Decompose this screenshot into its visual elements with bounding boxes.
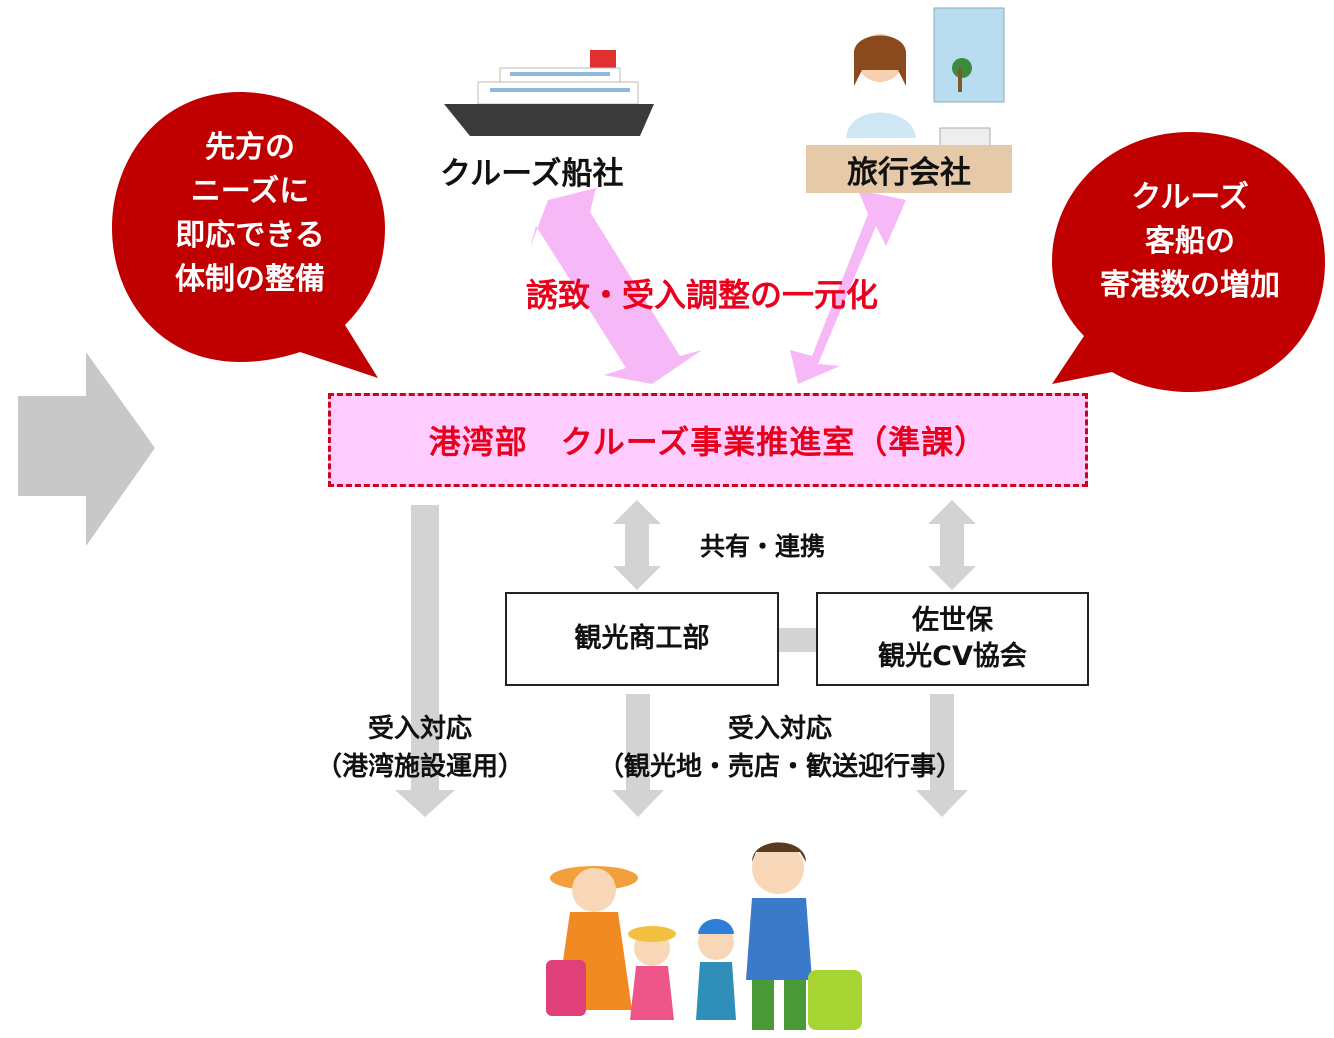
cv-association-box: 佐世保 観光CV協会: [816, 592, 1089, 686]
right-bubble-line-1: クルーズ: [1131, 180, 1249, 215]
pink-double-arrow-left: [530, 188, 702, 384]
collaboration-label: 共有・連携: [700, 532, 826, 561]
port-response-label: 受入対応 （港湾施設運用）: [300, 710, 540, 786]
cv-association-line-2: 観光CV協会: [878, 641, 1027, 672]
center-message: 誘致・受入調整の一元化: [526, 276, 879, 314]
port-response-line-1: 受入対応: [367, 714, 472, 744]
left-bubble-line-4: 体制の整備: [175, 262, 325, 297]
cruise-ship-icon: [444, 50, 654, 136]
tourist-family-icon: [546, 842, 862, 1030]
tourism-dept-box: 観光商工部: [505, 592, 779, 686]
left-bubble-text: 先方の ニーズに 即応できる 体制の整備: [140, 126, 360, 302]
tourism-dept-label: 観光商工部: [574, 623, 710, 654]
gray-down-arrow-tourism: [612, 694, 664, 817]
gray-down-arrow-port: [395, 505, 455, 817]
right-speech-bubble: [1052, 132, 1325, 392]
main-office-box: 港湾部 クルーズ事業推進室（準課）: [328, 393, 1088, 487]
left-speech-bubble: [112, 92, 385, 378]
gray-down-arrow-cv: [916, 694, 968, 817]
cruise-company-label: クルーズ船社: [440, 156, 624, 192]
pink-double-arrow-right: [790, 190, 906, 384]
right-bubble-line-3: 寄港数の増加: [1100, 268, 1280, 303]
port-response-line-2: （港湾施設運用）: [315, 752, 524, 782]
left-bubble-line-3: 即応できる: [175, 218, 325, 253]
left-bubble-line-1: 先方の: [205, 130, 295, 165]
tourism-response-label: 受入対応 （観光地・売店・歓送迎行事）: [560, 710, 1000, 786]
gray-double-arrow-tourism: [613, 500, 661, 590]
cv-association-line-1: 佐世保: [912, 605, 993, 636]
gray-double-arrow-cv: [928, 500, 976, 590]
left-bubble-line-2: ニーズに: [190, 174, 310, 209]
tourism-response-line-1: 受入対応: [727, 714, 832, 744]
right-bubble-line-2: 客船の: [1145, 224, 1235, 259]
right-bubble-text: クルーズ 客船の 寄港数の増加: [1074, 176, 1306, 308]
tourism-response-line-2: （観光地・売店・歓送迎行事）: [597, 752, 962, 782]
travel-agency-label: 旅行会社: [806, 145, 1012, 193]
travel-agent-icon: [846, 7, 1005, 151]
big-right-arrow: [18, 352, 155, 546]
main-office-label: 港湾部 クルーズ事業推進室（準課）: [428, 423, 988, 461]
